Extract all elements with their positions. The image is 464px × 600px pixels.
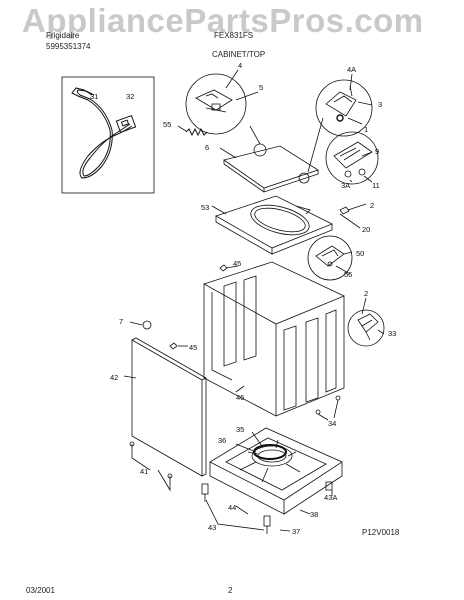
drive-ring	[253, 444, 287, 460]
callout-9: 9	[375, 147, 379, 156]
callout-41: 41	[140, 467, 148, 476]
callout-4: 4	[238, 61, 242, 70]
footer-page: 2	[228, 586, 233, 595]
top-panel	[215, 195, 333, 255]
screws-34	[315, 395, 341, 415]
callout-56: 56	[344, 270, 352, 279]
hinge-bracket	[195, 89, 233, 113]
power-cord	[71, 87, 137, 179]
brand-label: Frigidaire	[46, 31, 80, 40]
detail-circle-bracket-33	[347, 309, 385, 347]
callout-31: 31	[90, 92, 98, 101]
detail-circle-lid-switch	[315, 79, 373, 137]
callout-35: 35	[236, 425, 244, 434]
callout-2-top: 2	[370, 201, 374, 210]
callout-55: 55	[163, 120, 171, 129]
cabinet	[203, 261, 345, 417]
lid-switch	[325, 85, 357, 122]
callout-43: 43	[208, 523, 216, 532]
callout-1: 1	[364, 125, 368, 134]
callout-34: 34	[328, 419, 336, 428]
diagram-code: P12V0018	[362, 528, 400, 537]
callout-43a: 43A	[324, 493, 337, 502]
screw-45-lower	[169, 342, 178, 350]
callout-44: 44	[228, 503, 236, 512]
callout-4a: 4A	[347, 65, 356, 74]
callout-50: 50	[356, 249, 364, 258]
callout-3: 3	[378, 100, 382, 109]
callout-36: 36	[218, 436, 226, 445]
callout-2-mid: 2	[364, 289, 368, 298]
callout-32: 32	[126, 92, 134, 101]
callout-11: 11	[372, 181, 380, 190]
watermark: AppliancePartsPros.com	[22, 2, 424, 39]
callout-3a: 3A	[341, 181, 350, 190]
spring	[185, 127, 208, 137]
callout-20: 20	[362, 225, 370, 234]
doc-number: 5995351374	[46, 42, 91, 51]
section-title: CABINET/TOP	[212, 50, 266, 59]
switch-bracket	[333, 141, 373, 178]
bracket-33	[357, 313, 379, 341]
footer-date: 03/2001	[26, 586, 55, 595]
front-panel	[131, 337, 207, 477]
callout-42: 42	[110, 373, 118, 382]
hinge-clip	[315, 245, 345, 267]
screw-45-top	[219, 264, 228, 272]
plug-7	[142, 320, 152, 330]
detail-circle-hinge-clip	[307, 235, 353, 281]
screw-20	[339, 206, 350, 215]
callout-labels: 31 32 4 5 4A 3 1 55 6 9 3A 11 53 2 20 45…	[90, 61, 396, 536]
detail-circle-top	[185, 73, 247, 135]
base	[209, 427, 343, 515]
callout-45-top: 45	[233, 259, 241, 268]
callout-7: 7	[119, 317, 123, 326]
callout-45-lower: 45	[189, 343, 197, 352]
callout-5: 5	[259, 83, 263, 92]
callout-53: 53	[201, 203, 209, 212]
screws-41	[129, 441, 173, 479]
leveling-legs	[201, 481, 333, 534]
lid	[223, 143, 319, 193]
callout-38: 38	[310, 510, 318, 519]
callout-46: 46	[236, 393, 244, 402]
callout-6: 6	[205, 143, 209, 152]
power-cord-inset	[61, 76, 155, 194]
detail-circle-switch-bracket	[325, 131, 379, 185]
model-label: FEX831FS	[214, 31, 254, 40]
callout-33: 33	[388, 329, 396, 338]
callout-37: 37	[292, 527, 300, 536]
